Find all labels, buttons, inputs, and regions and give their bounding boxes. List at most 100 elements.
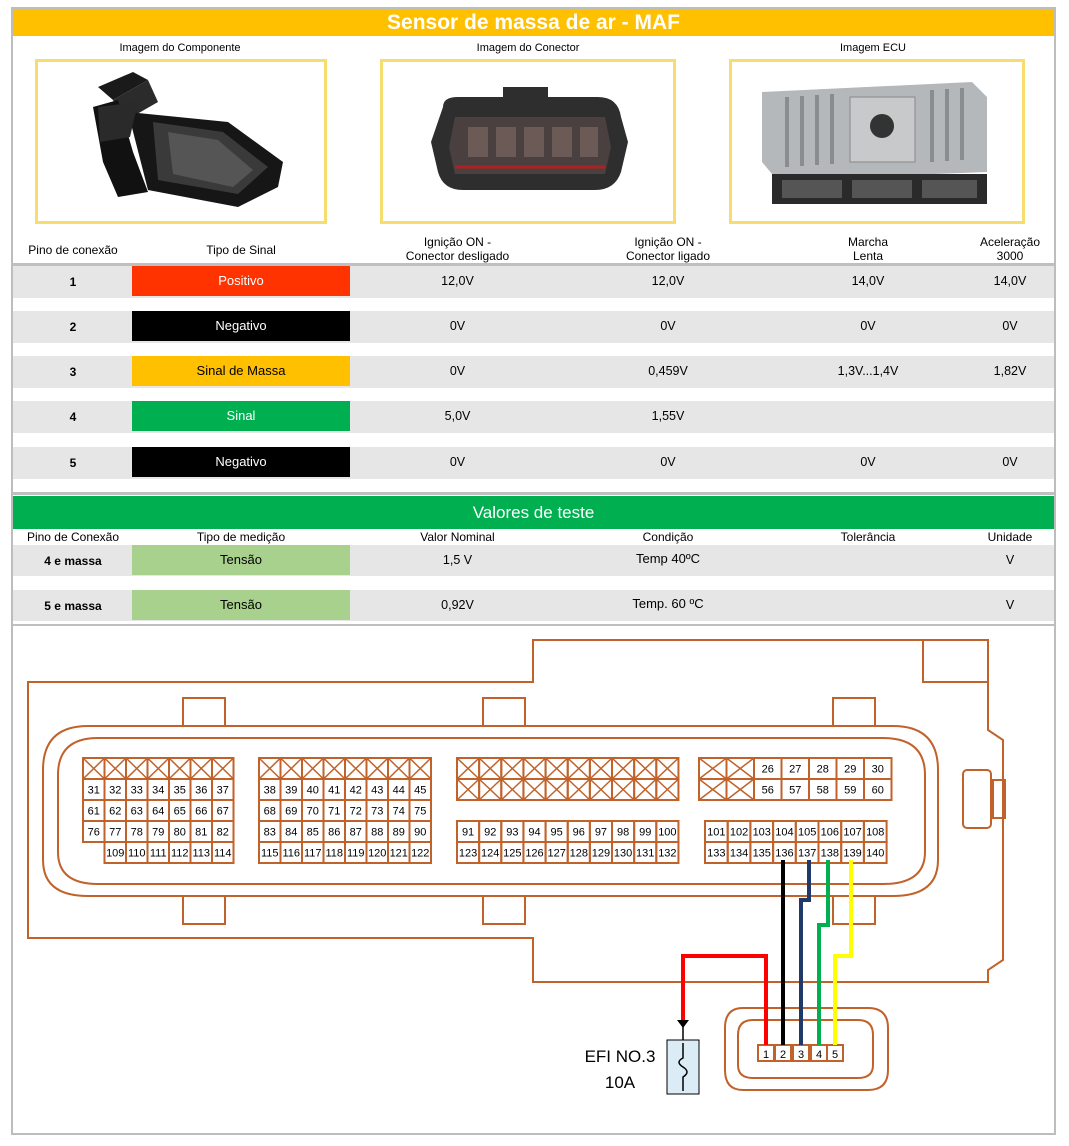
pin-cavity-cross bbox=[125, 757, 149, 780]
wire-navy bbox=[799, 860, 811, 1045]
pin-label: 116 bbox=[282, 848, 300, 860]
value-ign-on: 0V bbox=[660, 319, 676, 333]
pin-label: 109 bbox=[106, 848, 124, 860]
pin-cavity-cross bbox=[408, 757, 432, 780]
pin-label: 126 bbox=[525, 848, 543, 860]
pin-label: 68 bbox=[264, 806, 276, 818]
pin-label: 137 bbox=[798, 848, 816, 860]
maf-pin-label: 3 bbox=[798, 1049, 804, 1061]
value-ign-off: 0V bbox=[449, 319, 466, 333]
pin-cavity-cross bbox=[633, 778, 657, 801]
pin-label: 122 bbox=[411, 848, 429, 860]
pin-label: 31 bbox=[88, 785, 100, 797]
pin-label: 113 bbox=[192, 848, 210, 860]
pin-label: 100 bbox=[658, 827, 676, 839]
pin-number: 1 bbox=[69, 275, 77, 289]
pin-label: 120 bbox=[368, 848, 386, 860]
pin-label: 92 bbox=[484, 827, 496, 839]
maf-pin-label: 4 bbox=[816, 1049, 822, 1061]
pin-label: 136 bbox=[775, 848, 793, 860]
pin-cavity-cross bbox=[655, 778, 679, 801]
value-ign-off: 0V bbox=[449, 455, 466, 469]
pin-label: 129 bbox=[592, 848, 610, 860]
pin-label: 134 bbox=[730, 848, 748, 860]
pin-label: 107 bbox=[843, 827, 861, 839]
pin-cavity-cross bbox=[279, 757, 303, 780]
test-header-condition: Condição bbox=[642, 530, 694, 544]
pin-cavity-cross bbox=[344, 757, 368, 780]
pin-cavity-cross bbox=[103, 757, 127, 780]
component-image-caption: Imagem do Componente bbox=[119, 42, 241, 54]
pin-label: 130 bbox=[614, 848, 632, 860]
pin-label: 123 bbox=[459, 848, 477, 860]
pin-label: 72 bbox=[350, 806, 362, 818]
pin-label: 56 bbox=[762, 785, 774, 797]
pin-label: 83 bbox=[264, 827, 276, 839]
section-divider bbox=[13, 492, 1054, 495]
pin-label: 131 bbox=[636, 848, 654, 860]
test-header-tolerance: Tolerância bbox=[840, 530, 896, 544]
pin-label: 89 bbox=[393, 827, 405, 839]
wire-red bbox=[681, 954, 768, 1045]
pin-label: 88 bbox=[371, 827, 383, 839]
pin-label: 118 bbox=[325, 848, 343, 860]
pin-label: 115 bbox=[261, 848, 279, 860]
pin-label: 110 bbox=[128, 848, 146, 860]
pin-label: 32 bbox=[109, 785, 121, 797]
value-ign-on: 0,459V bbox=[648, 364, 688, 378]
pin-cavity-cross bbox=[522, 757, 547, 780]
latch-bottom-mid bbox=[482, 895, 526, 925]
latch-bottom-left bbox=[182, 895, 226, 925]
pin-cavity-cross bbox=[168, 757, 192, 780]
maf-pin-label: 5 bbox=[832, 1049, 838, 1061]
pin-label: 44 bbox=[393, 785, 405, 797]
unit-value: V bbox=[1005, 598, 1015, 612]
test-header-pin: Pino de Conexão bbox=[26, 530, 120, 544]
pin-label: 93 bbox=[506, 827, 518, 839]
pin-number: 4 bbox=[69, 410, 77, 424]
pin-cavity-cross bbox=[456, 757, 480, 780]
pin-cavity-cross bbox=[633, 757, 657, 780]
pin-label: 105 bbox=[798, 827, 816, 839]
value-accel: 0V bbox=[1002, 319, 1018, 333]
test-header-unit: Unidade bbox=[987, 530, 1033, 544]
pin-label: 135 bbox=[753, 848, 771, 860]
value-idle: 0V bbox=[860, 455, 876, 469]
pin-label: 65 bbox=[174, 806, 186, 818]
fuse-element bbox=[678, 1043, 688, 1091]
pin-label: 45 bbox=[414, 785, 426, 797]
signal-type-badge: Negativo bbox=[132, 447, 350, 477]
pin-cavity-cross bbox=[567, 757, 591, 780]
pin-label: 127 bbox=[547, 848, 565, 860]
pin-label: 27 bbox=[789, 764, 801, 776]
pin-label: 64 bbox=[152, 806, 164, 818]
pin-label: 114 bbox=[214, 848, 232, 860]
signal-type-badge: Negativo bbox=[132, 311, 350, 341]
test-condition: Temp 40ºC bbox=[636, 551, 700, 566]
pin-label: 71 bbox=[328, 806, 340, 818]
ecu-image bbox=[729, 59, 1025, 224]
ecu-image-caption: Imagem ECU bbox=[839, 42, 907, 54]
pin-label: 41 bbox=[328, 785, 340, 797]
pin-label: 78 bbox=[131, 827, 143, 839]
pin-cavity-cross bbox=[189, 757, 213, 780]
pin-label: 67 bbox=[217, 806, 229, 818]
header-ign-on-line1: Ignição ON - bbox=[634, 235, 702, 249]
pin-label: 140 bbox=[866, 848, 884, 860]
pin-cavity-cross bbox=[589, 778, 613, 801]
pin-cavity-cross bbox=[545, 757, 569, 780]
header-signal: Tipo de Sinal bbox=[206, 243, 276, 257]
pin-cavity-cross bbox=[611, 757, 635, 780]
unit-value: V bbox=[1005, 553, 1015, 567]
pin-cavity bbox=[408, 841, 432, 864]
value-ign-on: 0V bbox=[660, 455, 676, 469]
pin-label: 106 bbox=[821, 827, 839, 839]
pin-label: 104 bbox=[775, 827, 793, 839]
pin-label: 79 bbox=[152, 827, 164, 839]
side-clip-tab bbox=[992, 779, 1006, 819]
pin-label: 90 bbox=[414, 827, 426, 839]
pin-label: 80 bbox=[174, 827, 186, 839]
header-ign-on: Ignição ON - Conector ligado bbox=[583, 235, 753, 263]
latch-top-left bbox=[182, 697, 226, 727]
